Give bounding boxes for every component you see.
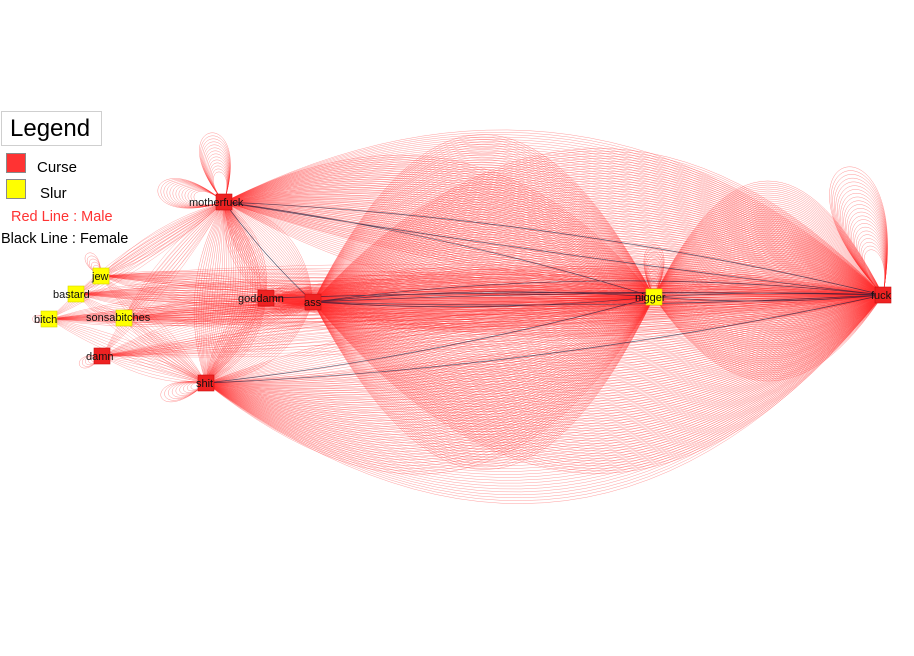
node-label-fuck: fuck [871,290,892,302]
node-goddamn: goddamn [238,289,284,307]
node-motherfuck: motherfuck [189,193,244,211]
node-label-nigger: nigger [635,292,666,304]
node-marker-shit [197,374,215,392]
edge-bundle-left-slurs [48,201,884,384]
legend-title-box: Legend [1,111,102,146]
edge-bundle-motherfuck-nigger [223,155,655,301]
node-label-bitch: bitch [34,314,57,326]
node-label-sonsabitches: sonsabitches [86,312,151,324]
legend-slur-label: Slur [40,185,67,202]
node-jew: jew [91,267,110,285]
node-label-ass: ass [304,297,322,309]
node-marker-motherfuck [215,193,233,211]
node-marker-sonsabitches [115,309,133,327]
node-shit: shit [196,374,215,392]
edge-bundle-female [205,201,884,384]
node-marker-damn [93,347,111,365]
node-label-jew: jew [91,271,109,283]
legend-curse-label: Curse [37,159,78,176]
node-label-goddamn: goddamn [238,293,284,305]
node-marker-fuck [874,286,892,304]
edge-layer [32,129,888,504]
legend-slur-swatch [6,179,26,199]
legend-curse-swatch [6,153,26,173]
node-ass: ass [304,293,322,311]
legend-female-line-label: Black Line : Female [1,231,129,247]
node-bitch: bitch [34,310,58,328]
node-label-motherfuck: motherfuck [189,197,244,209]
node-marker-ass [304,293,322,311]
node-fuck: fuck [871,286,892,304]
node-nigger: nigger [635,288,666,306]
node-label-shit: shit [196,378,213,390]
node-marker-bitch [40,310,58,328]
node-marker-nigger [645,288,663,306]
node-label-damn: damn [86,351,114,363]
node-marker-bastard [67,285,85,303]
node-sonsabitches: sonsabitches [86,309,151,327]
node-damn: damn [86,347,114,365]
legend-title: Legend [10,115,91,142]
legend-male-line-label: Red Line : Male [11,209,113,225]
node-marker-goddamn [257,289,275,307]
node-label-bastard: bastard [53,289,90,301]
node-bastard: bastard [53,285,90,303]
node-marker-jew [92,267,110,285]
